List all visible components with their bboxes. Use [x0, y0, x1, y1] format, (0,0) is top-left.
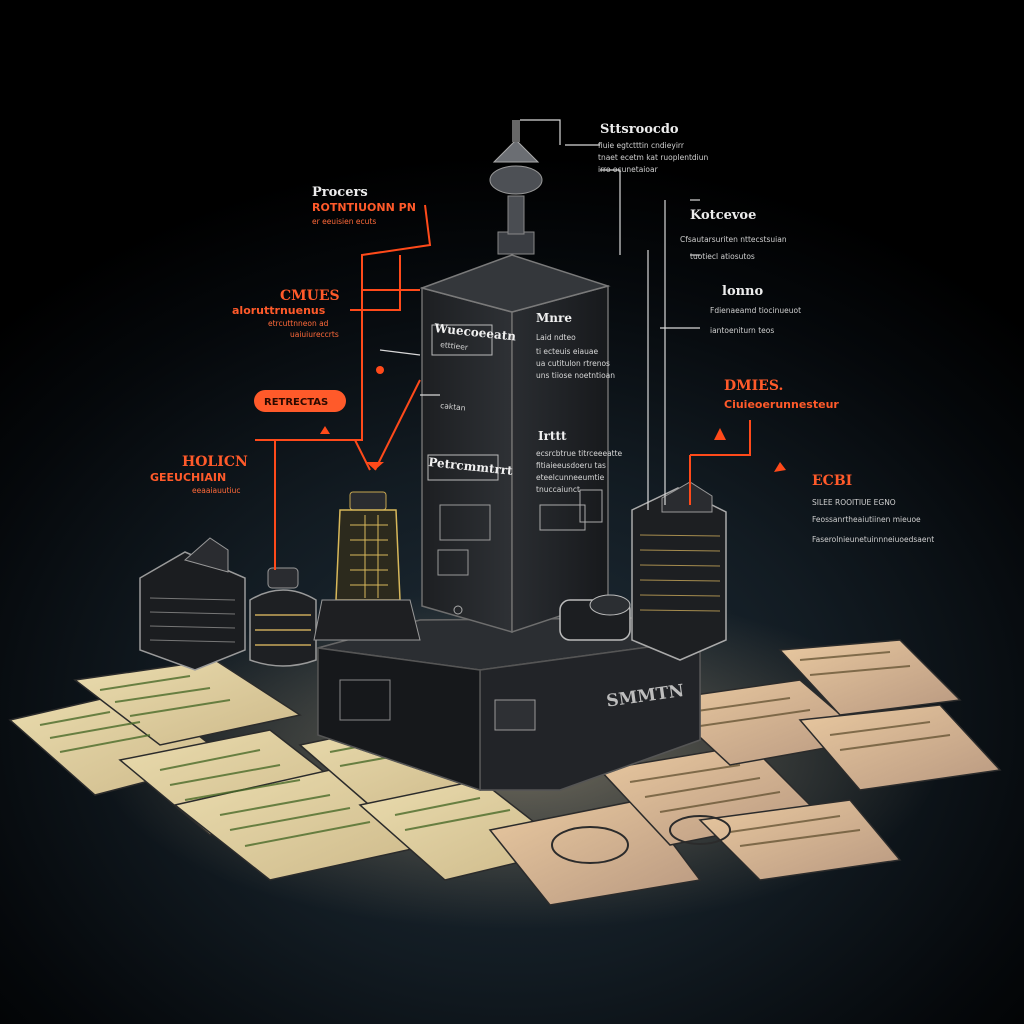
annotation-top-right: Sttsroocdo fiuie egtctttin cndieyirr tna… [598, 122, 709, 174]
annotation-line: fiuie egtctttin cndieyirr [598, 141, 685, 150]
annotation-right-mid: lonno Fdienaeamd tiocinueuot iantoenitur… [710, 284, 801, 335]
red-connectors [255, 204, 751, 570]
tower-front-line: caktan [440, 401, 466, 413]
tower-side-mid-title: Irttt [538, 429, 567, 443]
annotation-line: iantoeniturn teos [710, 326, 774, 335]
tower-side-text: Mnre Laid ndteo ti ecteuis eiauae ua cut… [536, 311, 623, 494]
annotation-left-top: Procers ROTNTIUONN PN er eeuisien ecuts [312, 185, 416, 226]
white-connectors [379, 119, 700, 510]
tower-side-mid-line: fitiaieeusdoeru tas [536, 461, 606, 470]
annotation-title: Kotcevoe [690, 208, 756, 223]
annotation-line: Faserolnieunetuinnneiuoedsaent [812, 535, 934, 544]
annotation-line: eeaaiauutiuc [192, 486, 241, 495]
annotation-subtitle: ROTNTIUONN PN [312, 201, 416, 214]
annotation-title: CMUES [280, 288, 340, 304]
annotation-line: er eeuisien ecuts [312, 217, 376, 226]
tower-side-mid-line: ecsrcbtrue titrceeeatte [536, 449, 623, 458]
annotation-title: ECBI [812, 473, 852, 489]
annotation-line: Fdienaeamd tiocinueuot [710, 306, 801, 315]
tower-side-top-line: uns tiiose noetntioan [536, 371, 615, 380]
tower-side-mid-line: tnuccaiunct [536, 485, 580, 494]
annotation-line: Cfsautarsuriten nttecstsuian [680, 235, 787, 244]
red-pins [320, 366, 786, 472]
central-tower [419, 254, 611, 634]
annotation-title: HOLICN [182, 454, 248, 470]
cylinder-device [559, 594, 631, 641]
annotation-line: tnaet ecetm kat ruoplentdiun [598, 153, 709, 162]
pill-label: RETRECTAS [264, 397, 328, 408]
annotation-subtitle: Ciuieoerunnesteur [724, 398, 839, 411]
pill-badge: RETRECTAS [254, 390, 346, 412]
annotation-right-low: ECBI SILEE ROOITIUE EGNO Feossanrtheaiut… [812, 473, 934, 544]
annotation-line: SILEE ROOITIUE EGNO [812, 498, 896, 507]
right-building [631, 481, 727, 661]
annotation-subtitle: aloruttrnuenus [232, 304, 326, 317]
tower-side-top-line: ua cutitulon rtrenos [536, 359, 610, 368]
annotation-right-red: DMIES. Ciuieoerunnesteur [724, 378, 839, 411]
annotation-subtitle: GEEUCHIAIN [150, 471, 226, 484]
annotation-right-upper: Kotcevoe Cfsautarsuriten nttecstsuian tu… [680, 208, 787, 261]
annotation-line: tuotiecl atiosutos [690, 252, 755, 261]
annotation-title: Sttsroocdo [600, 122, 679, 137]
annotation-line: etrcuttnneon ad [268, 319, 329, 328]
annotation-left-low: HOLICN GEEUCHIAIN eeaaiauutiuc [150, 454, 248, 495]
annotation-title: Procers [312, 185, 368, 200]
annotation-title: DMIES. [724, 378, 783, 394]
tower-side-top-title: Mnre [536, 311, 572, 325]
annotation-line: irro ocunetaioar [598, 165, 659, 174]
tower-front-line: etttieer [440, 340, 470, 352]
annotation-title: lonno [722, 284, 764, 299]
annotation-line: Feossanrtheaiutiinen mieuoe [812, 515, 921, 524]
left-jar [249, 567, 317, 667]
tower-finial [489, 120, 543, 255]
tower-side-top-line: Laid ndteo [536, 333, 576, 342]
paper-documents [8, 639, 1002, 906]
tower-side-mid-line: eteelcunneeumtie [536, 473, 605, 482]
annotation-line: uaiuiureccrts [290, 330, 339, 339]
gold-lantern [313, 491, 421, 641]
left-box [139, 537, 246, 671]
annotation-left-mid: CMUES aloruttrnuenus etrcuttnneon ad uai… [232, 288, 340, 339]
tower-side-top-line: ti ecteuis eiauae [536, 347, 598, 356]
